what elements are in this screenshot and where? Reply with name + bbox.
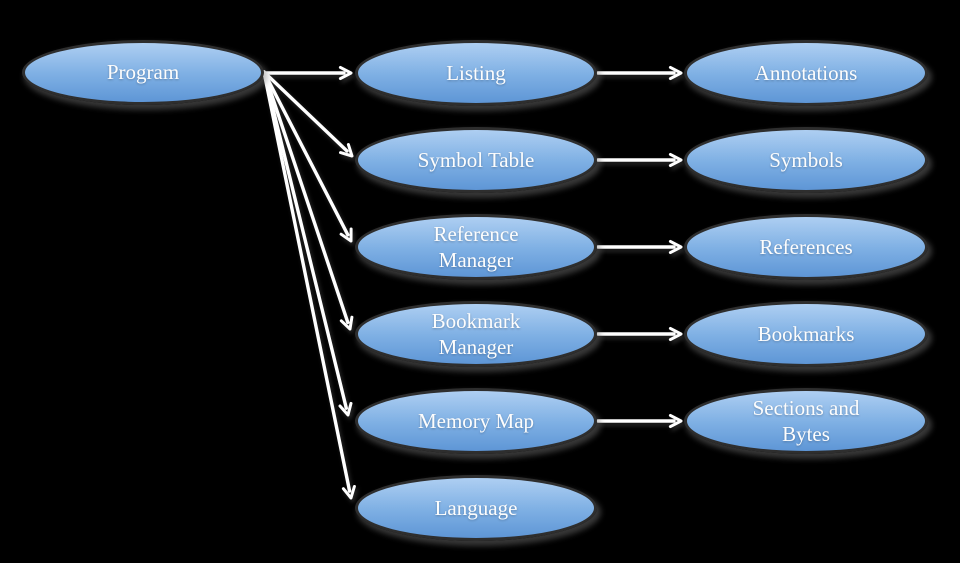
node-program-label: Program (106, 60, 180, 85)
node-reference-manager-label: Reference Manager (433, 221, 519, 272)
edge-symbol-table-symbols (596, 152, 683, 168)
node-memory-map: Memory Map (355, 388, 597, 454)
node-references-label: References (759, 234, 853, 259)
edge-memory-map-sections-bytes (596, 413, 683, 429)
node-reference-manager: Reference Manager (355, 214, 597, 280)
edge-program-language (262, 70, 356, 500)
node-sections-and-bytes-label: Sections and Bytes (752, 395, 860, 446)
node-bookmark-manager-label: Bookmark Manager (431, 308, 521, 359)
node-program: Program (22, 40, 264, 105)
node-symbol-table-label: Symbol Table (417, 147, 535, 172)
edge-program-bookmark-manager (262, 70, 354, 331)
node-symbols: Symbols (684, 127, 928, 193)
edge-program-listing (262, 65, 353, 81)
node-memory-map-label: Memory Map (417, 408, 535, 433)
node-language-label: Language (434, 495, 518, 520)
edge-program-reference-manager (262, 70, 353, 243)
node-sections-and-bytes: Sections and Bytes (684, 388, 928, 454)
edge-program-memory-map (262, 70, 353, 417)
node-listing-label: Listing (446, 60, 506, 85)
edge-bookmark-manager-bookmarks (596, 326, 683, 342)
node-annotations-label: Annotations (754, 60, 858, 85)
node-symbol-table: Symbol Table (355, 127, 597, 193)
node-symbols-label: Symbols (769, 147, 843, 172)
edge-program-symbol-table (262, 70, 354, 158)
node-references: References (684, 214, 928, 280)
node-bookmarks-label: Bookmarks (757, 321, 855, 346)
node-bookmarks: Bookmarks (684, 301, 928, 367)
edge-listing-annotations (596, 65, 683, 81)
edge-reference-manager-references (596, 239, 683, 255)
node-bookmark-manager: Bookmark Manager (355, 301, 597, 367)
node-language: Language (355, 475, 597, 541)
node-annotations: Annotations (684, 40, 928, 106)
node-listing: Listing (355, 40, 597, 106)
